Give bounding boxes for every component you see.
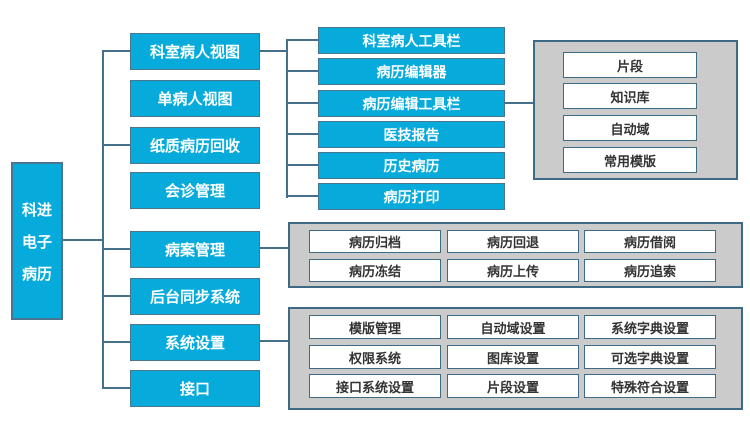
connector-branch-system-settings [102,341,130,343]
connector-branch-edit-toolbar [286,102,318,104]
connector-branch-dept-view [102,50,130,52]
node-interface: 接口 [130,370,260,407]
leaf-template-mgmt: 模版管理 [309,315,441,339]
leaf-system-dict-setting: 系统字典设置 [584,315,716,339]
root-label-line: 病历 [21,265,52,283]
root-node-kejin-emr: 科进 电子 病历 [11,162,63,320]
leaf-record-trace: 病历追索 [584,259,716,282]
leaf-record-archive: 病历归档 [309,230,441,253]
root-label-line: 科进 [21,201,52,219]
node-system-settings: 系统设置 [130,324,260,361]
leaf-auto-field-setting: 自动域设置 [447,315,579,339]
leaf-common-template: 常用模版 [563,147,697,173]
node-dept-patient-toolbar: 科室病人工具栏 [318,27,505,54]
connector-settings-panel [260,340,288,342]
leaf-interface-system-setting: 接口系统设置 [309,374,441,398]
node-history-record: 历史病历 [318,152,505,179]
leaf-record-rollback: 病历回退 [447,230,579,253]
panel-system-settings: 模版管理 自动域设置 系统字典设置 权限系统 图库设置 可选字典设置 接口系统设… [288,307,743,410]
node-record-editor: 病历编辑器 [318,58,505,85]
leaf-gallery-setting: 图库设置 [447,345,579,369]
leaf-record-borrow: 病历借阅 [584,230,716,253]
leaf-special-symbol-setting: 特殊符合设置 [584,374,716,398]
panel-edit-toolbar-resources: 片段 知识库 自动域 常用模版 [533,40,738,180]
node-consultation-mgmt: 会诊管理 [130,172,260,209]
node-record-edit-toolbar: 病历编辑工具栏 [318,90,505,117]
leaf-record-upload: 病历上传 [447,259,579,282]
leaf-knowledge-base: 知识库 [563,83,697,109]
leaf-auto-field: 自动域 [563,115,697,141]
connector-branch-history [286,164,318,166]
connector-root-stub [63,239,103,241]
leaf-fragment-setting: 片段设置 [447,374,579,398]
node-dept-patient-view: 科室病人视图 [130,33,260,70]
node-single-patient-view: 单病人视图 [130,80,260,117]
connector-archive-panel [260,247,288,249]
node-record-print: 病历打印 [318,183,505,210]
leaf-optional-dict-setting: 可选字典设置 [584,345,716,369]
connector-branch-paper-recycle [102,144,130,146]
connector-branch-medtech [286,133,318,135]
node-medtech-report: 医技报告 [318,121,505,148]
connector-view-stub [260,50,288,52]
node-medical-record-mgmt: 病案管理 [130,231,260,268]
node-background-sync: 后台同步系统 [130,278,260,315]
connector-branch-record-mgmt [102,248,130,250]
root-label-line: 电子 [21,233,52,251]
connector-branch-background-sync [102,295,130,297]
node-paper-record-recycle: 纸质病历回收 [130,127,260,164]
leaf-record-freeze: 病历冻结 [309,259,441,282]
connector-branch-interface [102,387,130,389]
connector-trunk-1 [102,50,104,389]
leaf-permission-system: 权限系统 [309,345,441,369]
panel-record-archive: 病历归档 病历回退 病历借阅 病历冻结 病历上传 病历追索 [288,222,743,288]
connector-trunk-2 [286,39,288,198]
connector-edit-toolbar-panel [505,102,533,104]
connector-branch-print [286,195,318,197]
connector-branch-dept-toolbar [286,39,318,41]
connector-branch-editor [286,70,318,72]
leaf-fragment: 片段 [563,52,697,78]
